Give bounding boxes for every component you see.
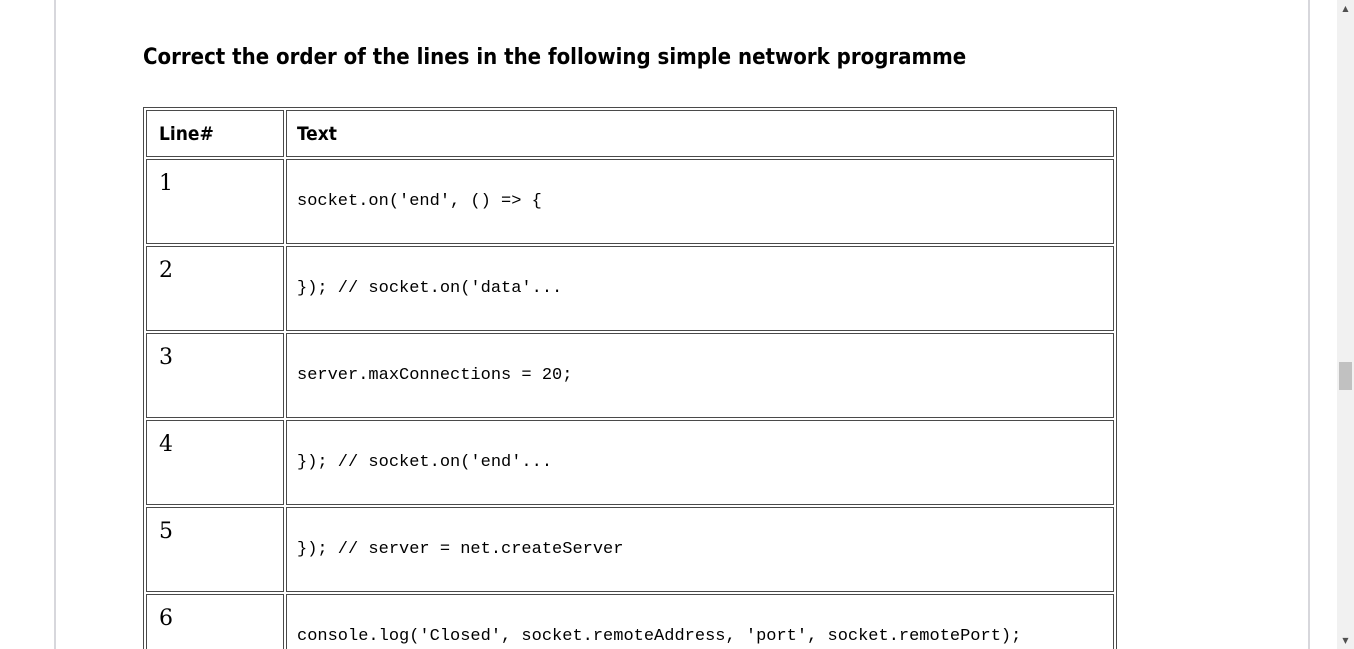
table-row[interactable]: 1 socket.on('end', () => { bbox=[146, 159, 1114, 244]
table-body: 1 socket.on('end', () => { 2 }); // sock… bbox=[146, 159, 1114, 649]
scroll-up-icon: ▲ bbox=[1342, 3, 1349, 13]
question-title: Correct the order of the lines in the fo… bbox=[143, 45, 967, 70]
scroll-down-icon: ▼ bbox=[1342, 635, 1349, 645]
line-number-cell: 1 bbox=[146, 159, 284, 244]
line-text-cell: socket.on('end', () => { bbox=[286, 159, 1114, 244]
content-card-right-border bbox=[1308, 0, 1310, 649]
column-header-text: Text bbox=[286, 110, 1114, 157]
line-text-cell: }); // socket.on('end'... bbox=[286, 420, 1114, 505]
line-text-cell: server.maxConnections = 20; bbox=[286, 333, 1114, 418]
line-number-cell: 4 bbox=[146, 420, 284, 505]
line-number-cell: 5 bbox=[146, 507, 284, 592]
table-row[interactable]: 5 }); // server = net.createServer bbox=[146, 507, 1114, 592]
line-text-cell: }); // socket.on('data'... bbox=[286, 246, 1114, 331]
line-text-cell: console.log('Closed', socket.remoteAddre… bbox=[286, 594, 1114, 649]
table-header: Line# Text bbox=[146, 110, 1114, 157]
line-number-cell: 2 bbox=[146, 246, 284, 331]
scrollbar-up-button[interactable]: ▲ bbox=[1337, 0, 1354, 17]
lines-table: Line# Text 1 socket.on('end', () => { 2 … bbox=[143, 107, 1117, 649]
column-header-line-number: Line# bbox=[146, 110, 284, 157]
line-number-cell: 3 bbox=[146, 333, 284, 418]
content-card-left-border bbox=[54, 0, 56, 649]
scrollbar-down-button[interactable]: ▼ bbox=[1337, 632, 1354, 649]
table-row[interactable]: 6 console.log('Closed', socket.remoteAdd… bbox=[146, 594, 1114, 649]
scrollbar-thumb[interactable] bbox=[1339, 362, 1352, 390]
line-text-cell: }); // server = net.createServer bbox=[286, 507, 1114, 592]
line-number-cell: 6 bbox=[146, 594, 284, 649]
table-row[interactable]: 2 }); // socket.on('data'... bbox=[146, 246, 1114, 331]
table-header-row: Line# Text bbox=[146, 110, 1114, 157]
table-row[interactable]: 4 }); // socket.on('end'... bbox=[146, 420, 1114, 505]
vertical-scrollbar[interactable]: ▲ ▼ bbox=[1337, 0, 1354, 649]
table-row[interactable]: 3 server.maxConnections = 20; bbox=[146, 333, 1114, 418]
